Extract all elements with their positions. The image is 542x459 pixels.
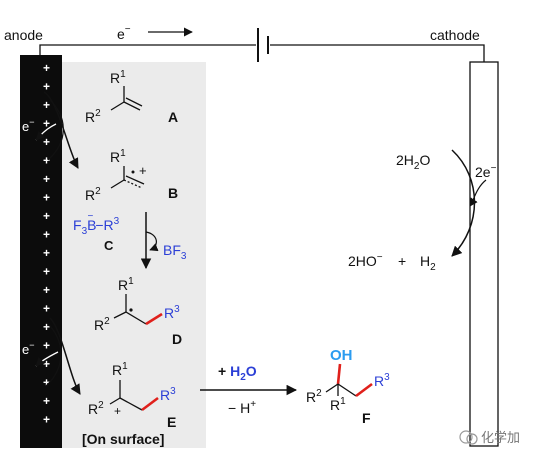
anode-plus-sign: + (43, 172, 50, 186)
cathode-label: cathode (430, 27, 480, 43)
cathode-water: 2H2O (396, 152, 430, 172)
anode-plus-sign: + (43, 135, 50, 149)
B-charge: + (139, 163, 147, 178)
anode-plus-sign: + (43, 154, 50, 168)
anode-plus-sign: + (43, 357, 50, 371)
anode-plus-sign: + (43, 61, 50, 75)
anode-plus-sign: + (43, 228, 50, 242)
anode-plus-signs: + + + + + + + + + + + + + + + + + + + + (43, 61, 50, 427)
D-new-bond (145, 312, 163, 326)
compound-A: R1 R2 A (85, 69, 178, 125)
anode-plus-sign: + (43, 246, 50, 260)
D-label: D (172, 331, 182, 347)
anode-plus-sign: + (43, 394, 50, 408)
electron-flow-label: e− (117, 24, 131, 42)
D-R3: R3 (164, 304, 180, 321)
E-label: E (167, 414, 176, 430)
B-R2: R2 (85, 186, 101, 203)
B-radical-dot (131, 170, 135, 174)
cathode-wire (270, 44, 485, 62)
compound-D: R1 R2 R3 D (94, 276, 182, 347)
A-R1: R1 (110, 69, 126, 86)
anode-plus-sign: + (43, 80, 50, 94)
anode-plus-sign: + (43, 320, 50, 334)
cathode-plus: + (398, 253, 406, 269)
anode-plus-sign: + (43, 339, 50, 353)
oxidation-2-electron: e− (22, 340, 35, 357)
cathode-reaction: 2H2O 2e− 2HO− + H2 (348, 149, 497, 273)
F-R3: R3 (374, 372, 390, 389)
compound-E: R1 + R2 R3 E (88, 361, 176, 430)
anode-plus-sign: + (43, 265, 50, 279)
F-OH: OH (330, 347, 353, 364)
final-step: + H2O − H+ (200, 363, 298, 416)
proton-loss: − H+ (228, 399, 256, 416)
cathode-hydrogen: H2 (420, 253, 436, 273)
anode-plus-sign: + (43, 191, 50, 205)
E-R1: R1 (112, 361, 128, 378)
D-R2: R2 (94, 316, 110, 333)
anode-wire (39, 44, 256, 55)
cathode-plate (469, 61, 499, 447)
watermark-logo-icon (459, 430, 473, 444)
anode-plus-sign: + (43, 376, 50, 390)
F-label: F (362, 410, 371, 426)
E-R3: R3 (160, 386, 176, 403)
compound-F: OH R2 R1 R3 F (306, 347, 390, 426)
reagent-C: F3B−−R3 C BF3 (73, 211, 187, 270)
anode-plus-sign: + (43, 209, 50, 223)
anode-plate: + + + + + + + + + + + + + + + + + + + + (20, 55, 62, 448)
reagent-formula: F3B−−R3 (73, 211, 120, 237)
D-R1: R1 (118, 276, 134, 293)
anode-plus-sign: + (43, 98, 50, 112)
circuit: anode cathode e− (4, 24, 485, 62)
C-label: C (104, 238, 114, 253)
anode-plus-sign: + (43, 117, 50, 131)
E-R2: R2 (88, 400, 104, 417)
byproduct-BF3: BF3 (163, 242, 187, 262)
cathode-hydroxide: 2HO− (348, 252, 383, 269)
watermark-text: 化学加 (481, 430, 520, 445)
compound-B: R1 + R2 B (85, 148, 178, 203)
surface-label: [On surface] (82, 431, 164, 447)
oxidation-step-2: e− (22, 317, 81, 395)
cathode-electrons: 2e− (475, 163, 497, 180)
D-radical-dot (129, 308, 133, 312)
F-R1: R1 (330, 396, 346, 413)
watermark: 化学加 (459, 430, 520, 445)
surface-panel (62, 62, 206, 448)
anode-plus-sign: + (43, 413, 50, 427)
E-new-bond (141, 396, 159, 412)
anode-plus-sign: + (43, 283, 50, 297)
water-addition: + H2O (218, 363, 257, 383)
F-new-CO-bond (336, 363, 342, 385)
A-label: A (168, 109, 178, 125)
A-R2: R2 (85, 108, 101, 125)
oxidation-step-1: e− (22, 91, 79, 169)
anode-plus-sign: + (43, 302, 50, 316)
B-R1: R1 (110, 148, 126, 165)
anode-label: anode (4, 27, 43, 43)
F-new-CC-bond (355, 382, 373, 398)
B-label: B (168, 185, 178, 201)
F-R2: R2 (306, 388, 322, 405)
E-charge: + (114, 404, 121, 418)
oxidation-1-electron: e− (22, 117, 35, 134)
